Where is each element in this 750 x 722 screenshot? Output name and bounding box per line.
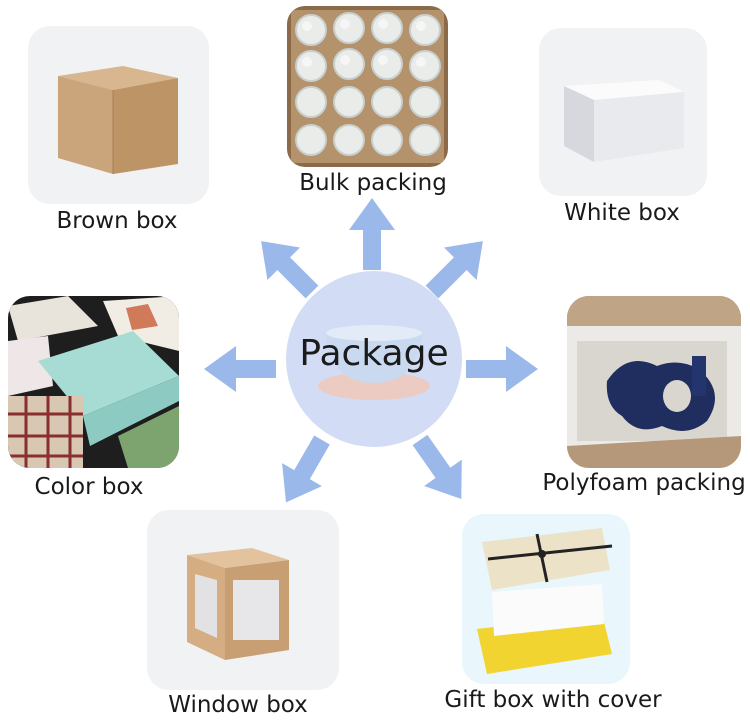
arrow-left — [204, 346, 276, 392]
bulk-packing-image — [287, 6, 448, 167]
white-box-label: White box — [564, 200, 680, 226]
bulk-packing-label: Bulk packing — [299, 170, 447, 196]
polyfoam-packing-image — [567, 296, 741, 468]
arrow-up — [349, 198, 395, 270]
brown-box-image — [28, 26, 209, 204]
brown-box-label: Brown box — [56, 208, 178, 234]
color-box-image — [8, 296, 179, 468]
gift-box-with-cover-label: Gift box with cover — [444, 687, 662, 713]
teacup-icon — [318, 325, 430, 400]
color-box-label: Color box — [34, 474, 144, 500]
package-center-circle: Package — [286, 271, 462, 447]
polyfoam-packing-label: Polyfoam packing — [542, 470, 746, 496]
gift-box-with-cover-image — [462, 514, 630, 684]
window-box-image — [147, 510, 339, 690]
white-box-image — [539, 28, 707, 196]
arrow-right — [466, 346, 538, 392]
window-box-label: Window box — [168, 692, 308, 718]
center-title: Package — [299, 333, 449, 374]
